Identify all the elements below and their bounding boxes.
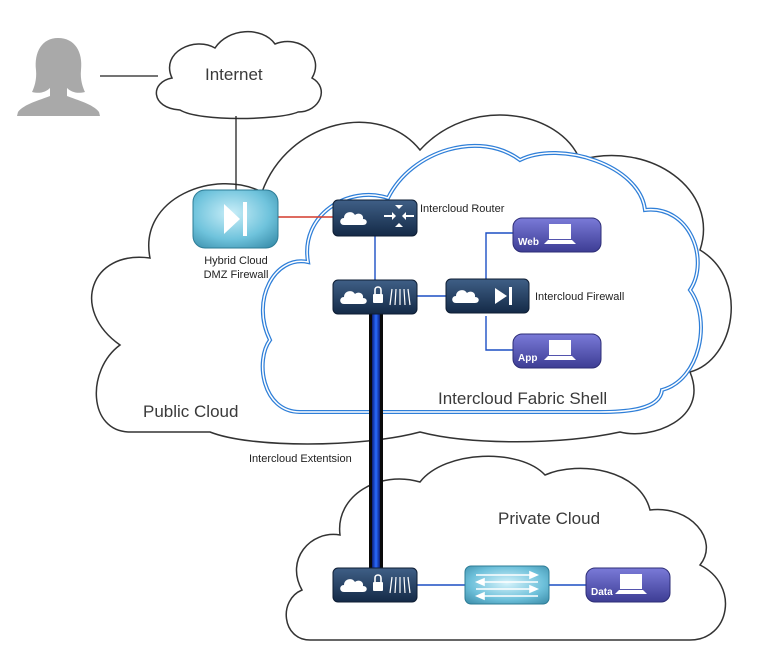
intercloud-fabric-extender-public[interactable] xyxy=(332,279,418,315)
intercloud-firewall-label: Intercloud Firewall xyxy=(535,291,625,303)
private-cloud-shape xyxy=(285,455,727,641)
intercloud-router-label: Intercloud Router xyxy=(420,203,505,215)
intercloud-firewall-device[interactable] xyxy=(445,278,530,314)
hybrid-firewall-label-line2: DMZ Firewall xyxy=(203,269,269,281)
public-cloud-label: Public Cloud xyxy=(143,402,239,421)
private-cloud-label: Private Cloud xyxy=(498,509,601,528)
intercloud-extension-cable xyxy=(369,314,383,570)
intercloud-fabric-extender-private[interactable] xyxy=(332,567,418,603)
web-vm-label: Web xyxy=(518,237,539,248)
fabric-shell-label: Intercloud Fabric Shell xyxy=(438,389,608,408)
intercloud-extension-label: Intercloud Extentsion xyxy=(249,453,352,465)
app-vm-label: App xyxy=(518,353,538,364)
internet-label: Internet xyxy=(205,65,263,84)
app-vm[interactable] xyxy=(512,333,602,369)
internet-cloud-shape xyxy=(155,30,323,120)
hybrid-dmz-firewall-device[interactable] xyxy=(192,189,279,249)
private-switch-device[interactable] xyxy=(464,565,550,605)
user-icon xyxy=(17,38,100,116)
intercloud-router-device[interactable] xyxy=(332,199,418,237)
data-vm-label: Data xyxy=(591,587,613,598)
data-vm[interactable] xyxy=(585,567,671,603)
web-vm[interactable] xyxy=(512,217,602,253)
hybrid-firewall-label-line1: Hybrid Cloud xyxy=(204,255,268,267)
